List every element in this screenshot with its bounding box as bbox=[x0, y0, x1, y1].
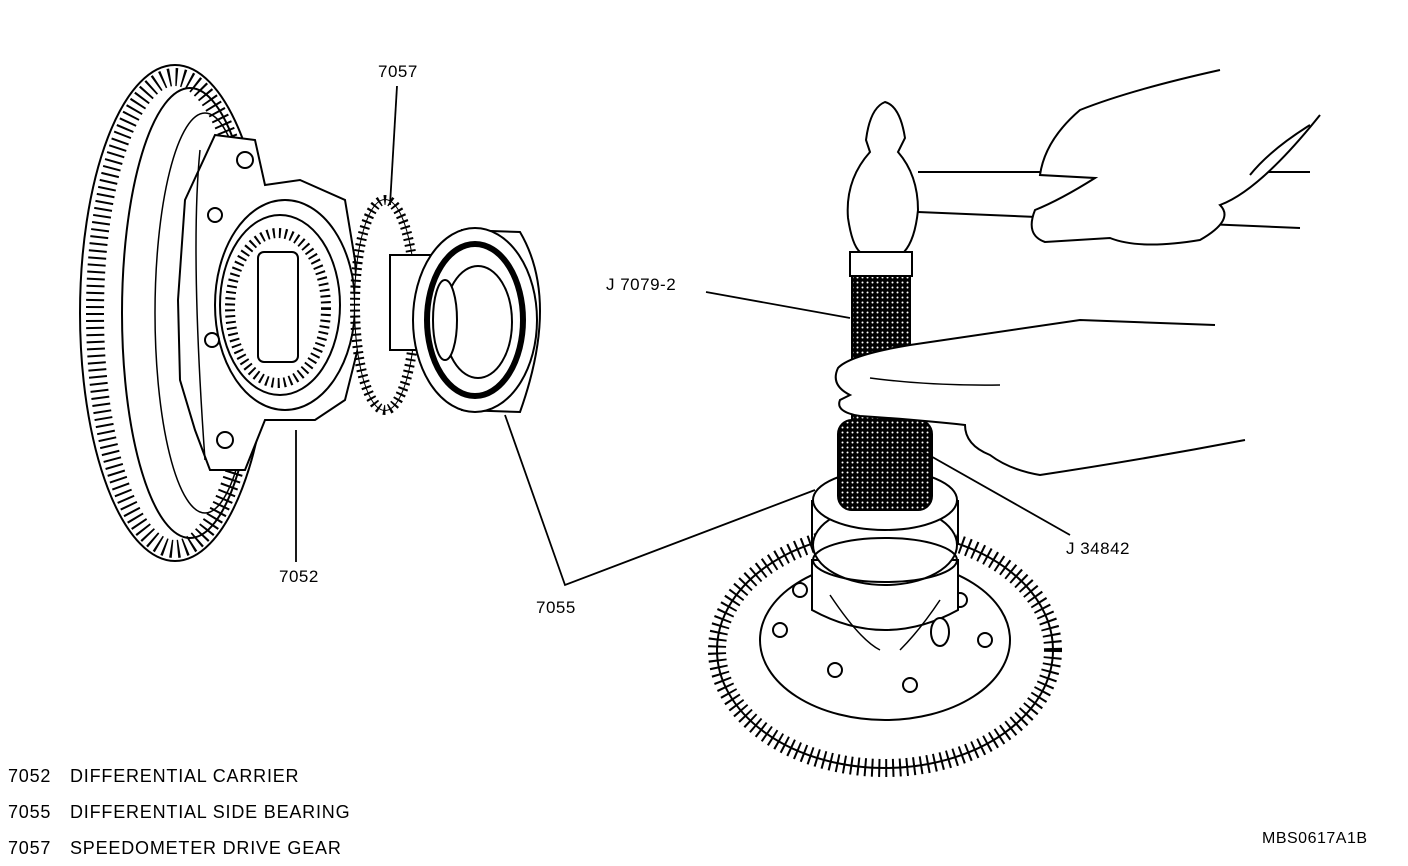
callout-7055: 7055 bbox=[536, 598, 576, 617]
callout-7052: 7052 bbox=[279, 567, 319, 586]
differential-carrier bbox=[176, 133, 362, 471]
differential-side-bearing bbox=[412, 227, 541, 414]
legend-code: 7052 bbox=[8, 765, 52, 786]
bearing-installer-tool bbox=[837, 251, 933, 511]
parts-legend: 7052 DIFFERENTIAL CARRIER 7055 DIFFERENT… bbox=[8, 758, 350, 866]
legend-row: 7055 DIFFERENTIAL SIDE BEARING bbox=[8, 794, 350, 830]
callout-7057: 7057 bbox=[378, 62, 418, 81]
hand-upper bbox=[1030, 69, 1321, 246]
legend-description: DIFFERENTIAL SIDE BEARING bbox=[70, 801, 351, 822]
legend-row: 7057 SPEEDOMETER DRIVE GEAR bbox=[8, 830, 350, 866]
legend-code: 7057 bbox=[8, 837, 52, 858]
callout-j-7079-2: J 7079-2 bbox=[606, 275, 677, 294]
figure-id: MBS0617A1B bbox=[1262, 830, 1368, 847]
legend-description: DIFFERENTIAL CARRIER bbox=[70, 765, 300, 786]
legend-description: SPEEDOMETER DRIVE GEAR bbox=[70, 837, 342, 858]
hand-lower bbox=[834, 318, 1246, 477]
leader-lines bbox=[295, 85, 1071, 587]
legend-row: 7052 DIFFERENTIAL CARRIER bbox=[8, 758, 350, 794]
legend-code: 7055 bbox=[8, 801, 52, 822]
callout-j-34842: J 34842 bbox=[1066, 539, 1130, 558]
